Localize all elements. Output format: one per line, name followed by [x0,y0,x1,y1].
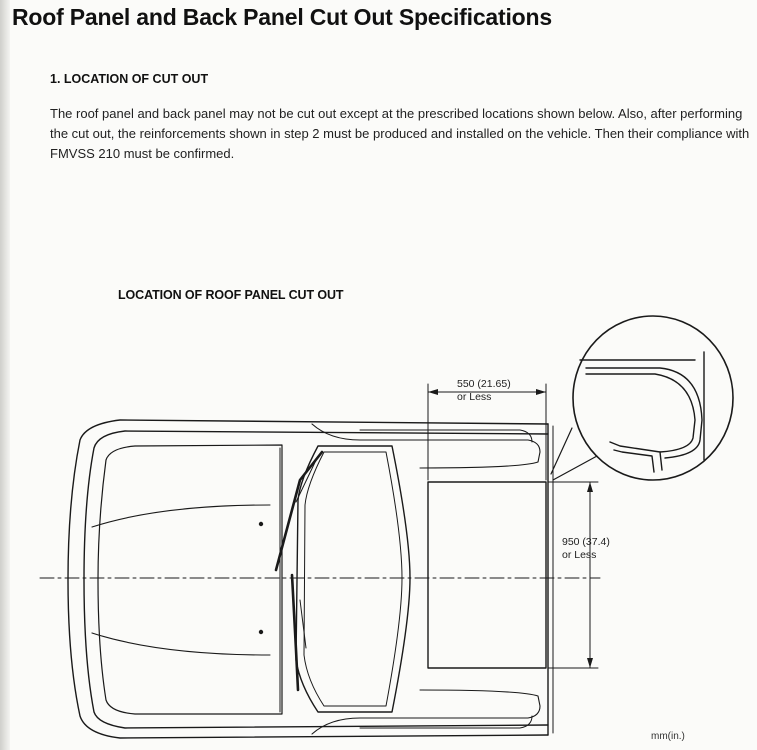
dim-length-value: 550 (21.65) [457,378,511,390]
windshield [295,445,411,713]
roof-cutout-area [427,481,547,669]
detail-leader [550,427,598,481]
body-paragraph: The roof panel and back panel may not be… [50,106,750,161]
dim-width-value: 950 (37.4) [562,536,610,548]
dim-length-qualifier: or Less [457,391,492,403]
units-label: mm(in.) [651,731,685,742]
page-title: Roof Panel and Back Panel Cut Out Specif… [12,4,552,30]
dim-width-label: 950 (37.4) or Less [562,536,610,562]
hood-panel [97,444,283,715]
page-binding-shadow [0,0,10,750]
detail-cross-section [579,351,705,473]
section-heading: 1. LOCATION OF CUT OUT [50,72,209,86]
wiper-upper [274,450,324,572]
wiper-lower [290,573,300,692]
dim-length-label: 550 (21.65) or Less [457,378,511,404]
figure-title: LOCATION OF ROOF PANEL CUT OUT [118,288,344,302]
vehicle-outline [67,419,549,739]
detail-circle [572,315,734,481]
dim-width-qualifier: or Less [562,549,597,561]
